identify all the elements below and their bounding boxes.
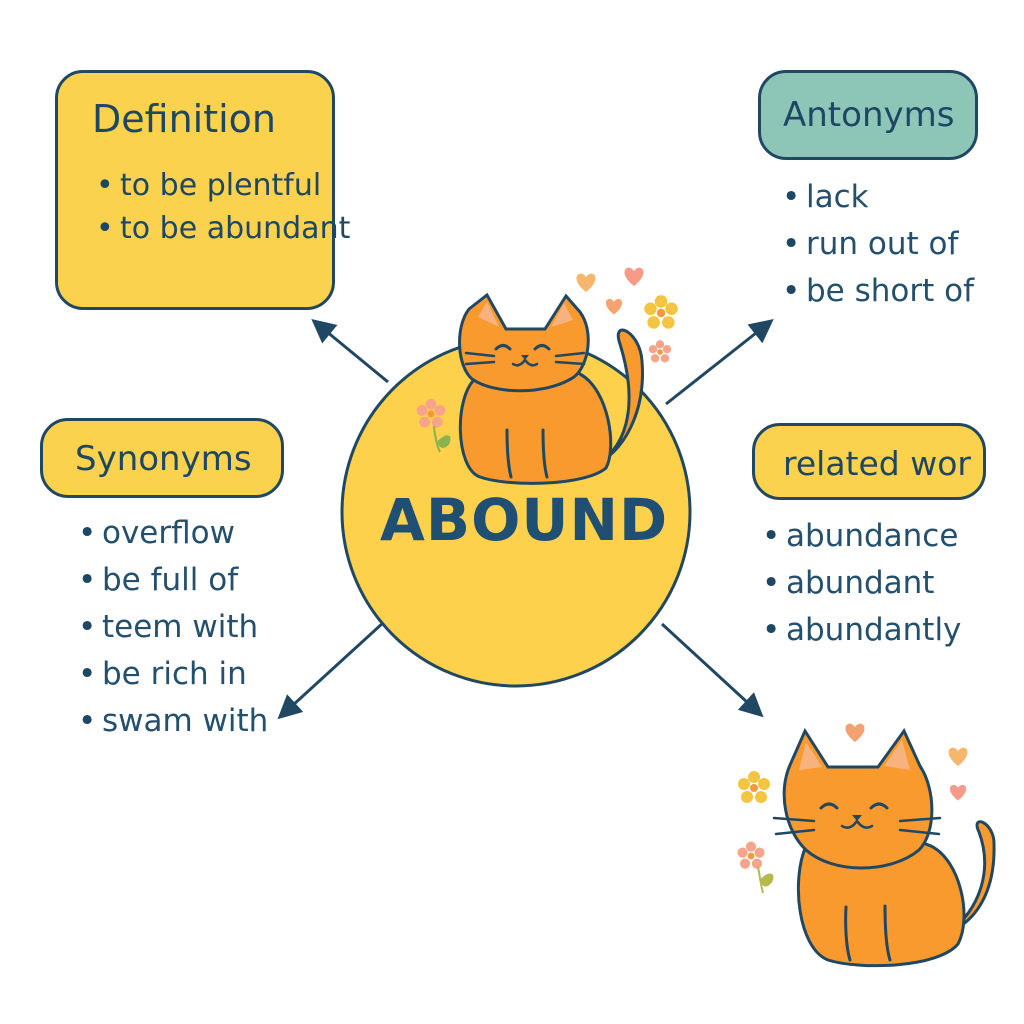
center-word: ABOUND bbox=[380, 486, 669, 554]
flower-stem-icon bbox=[757, 866, 774, 894]
corner-cat-left-ear bbox=[799, 742, 822, 770]
center-cat-tail bbox=[591, 328, 644, 468]
antonym-item: run out of bbox=[782, 221, 974, 268]
corner-cat-right-eye bbox=[869, 802, 889, 810]
related-words-list: abundance abundant abundantly bbox=[762, 513, 961, 654]
synonyms-list: overflow be full of teem with be rich in… bbox=[78, 510, 268, 745]
arrow-to-definition bbox=[311, 318, 389, 384]
related-words-box: related wor bbox=[752, 423, 986, 500]
related-words-title: related wor bbox=[783, 444, 971, 483]
related-word-item: abundantly bbox=[762, 607, 961, 654]
connector-arrows bbox=[277, 318, 774, 720]
synonym-item: swam with bbox=[78, 698, 268, 745]
center-cat-left-ear bbox=[478, 302, 499, 327]
definition-item: to be plentful bbox=[96, 164, 340, 207]
center-cat-nose bbox=[521, 355, 529, 360]
center-cat-legs bbox=[505, 428, 549, 479]
related-word-item: abundance bbox=[762, 513, 961, 560]
definition-item: to be abundant bbox=[96, 207, 350, 250]
synonym-item: be rich in bbox=[78, 651, 268, 698]
antonym-item: lack bbox=[782, 174, 974, 221]
flower-icon bbox=[738, 771, 770, 803]
related-word-item: abundant bbox=[762, 560, 961, 607]
corner-cat-mouth bbox=[840, 819, 874, 829]
definition-box: Definition to be plentful to be abundant bbox=[55, 70, 350, 310]
synonym-item: overflow bbox=[78, 510, 268, 557]
heart-icon bbox=[624, 267, 644, 286]
synonym-item: teem with bbox=[78, 604, 268, 651]
flower-icon bbox=[737, 841, 765, 869]
antonym-item: be short of bbox=[782, 268, 974, 315]
synonyms-title: Synonyms bbox=[75, 439, 252, 479]
center-cat-right-ear bbox=[551, 303, 573, 327]
definition-list: to be plentful to be abundant bbox=[96, 164, 350, 250]
definition-item-text: to be abundant bbox=[120, 211, 351, 246]
corner-cat-nose bbox=[852, 815, 862, 821]
heart-icon bbox=[845, 723, 865, 742]
synonym-item: be full of bbox=[78, 557, 268, 604]
definition-title: Definition bbox=[92, 97, 277, 141]
antonyms-title: Antonyms bbox=[783, 95, 955, 135]
arrow-to-synonyms bbox=[277, 620, 386, 720]
arrow-to-corner-cat bbox=[660, 622, 764, 718]
flower-icon bbox=[644, 295, 678, 329]
synonyms-box: Synonyms bbox=[40, 418, 284, 498]
flower-icon bbox=[648, 340, 672, 363]
center-cat-left-eye bbox=[494, 344, 512, 351]
center-cat-icon bbox=[458, 292, 644, 485]
center-cat-mouth bbox=[511, 358, 539, 367]
decorations bbox=[416, 267, 968, 894]
corner-cat-left-eye bbox=[819, 802, 839, 810]
heart-icon bbox=[605, 298, 623, 315]
center-cat-right-eye bbox=[533, 344, 551, 351]
corner-cat-legs bbox=[844, 904, 892, 962]
corner-cat-right-ear bbox=[884, 740, 910, 770]
heart-icon bbox=[948, 747, 968, 766]
heart-icon bbox=[576, 273, 596, 292]
flower-stem-icon bbox=[433, 425, 451, 453]
antonyms-box: Antonyms bbox=[758, 70, 978, 160]
antonyms-list: lack run out of be short of bbox=[782, 174, 974, 315]
corner-cat-whiskers bbox=[772, 816, 942, 836]
corner-cat-tail bbox=[949, 820, 996, 934]
center-cat-head bbox=[458, 292, 590, 393]
center-cat-whiskers bbox=[464, 351, 586, 366]
arrow-to-antonyms bbox=[665, 319, 774, 406]
corner-cat-icon bbox=[772, 727, 996, 968]
flower-icon bbox=[416, 398, 446, 428]
heart-icon bbox=[949, 784, 967, 801]
